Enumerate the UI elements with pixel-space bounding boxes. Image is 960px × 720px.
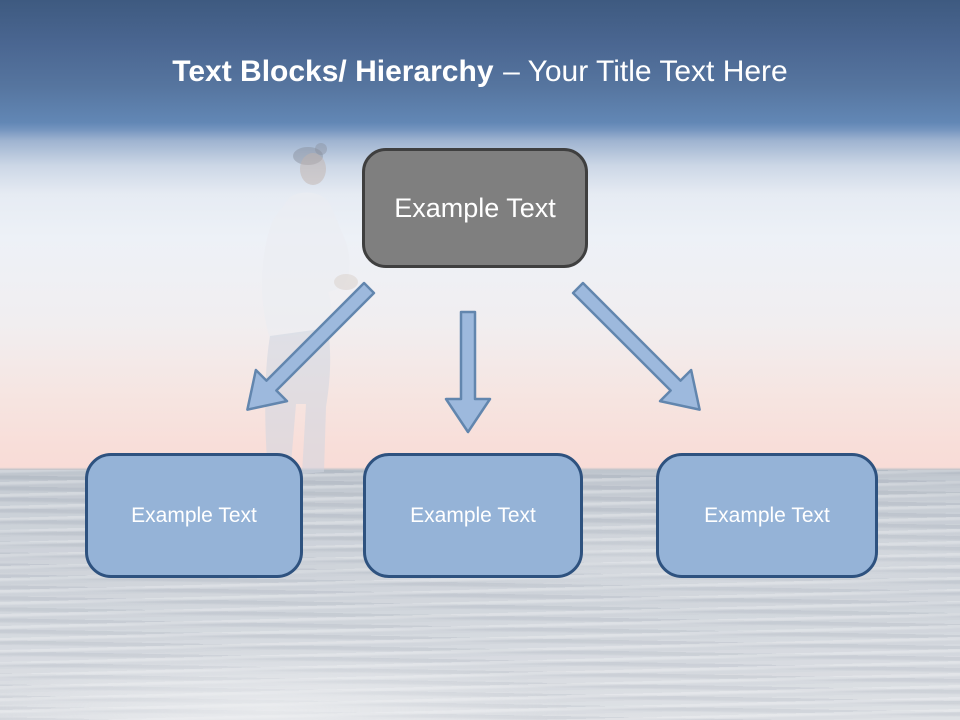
slide-title-bold: Text Blocks/ Hierarchy: [172, 55, 494, 88]
slide-title: Text Blocks/ Hierarchy – Your Title Text …: [0, 54, 960, 90]
hierarchy-child-box-2: Example Text: [363, 453, 583, 578]
hierarchy-root-box: Example Text: [362, 148, 588, 268]
hierarchy-child-label-1: Example Text: [131, 503, 257, 527]
arrow-down-icon: [444, 310, 492, 434]
hierarchy-root-label: Example Text: [394, 192, 556, 223]
arrow-down-right-icon: [571, 281, 701, 411]
slide-title-regular: – Your Title Text Here: [503, 55, 788, 88]
hierarchy-child-box-3: Example Text: [656, 453, 878, 578]
hierarchy-child-label-3: Example Text: [704, 503, 830, 527]
hierarchy-child-label-2: Example Text: [410, 503, 536, 527]
hierarchy-child-box-1: Example Text: [85, 453, 303, 578]
